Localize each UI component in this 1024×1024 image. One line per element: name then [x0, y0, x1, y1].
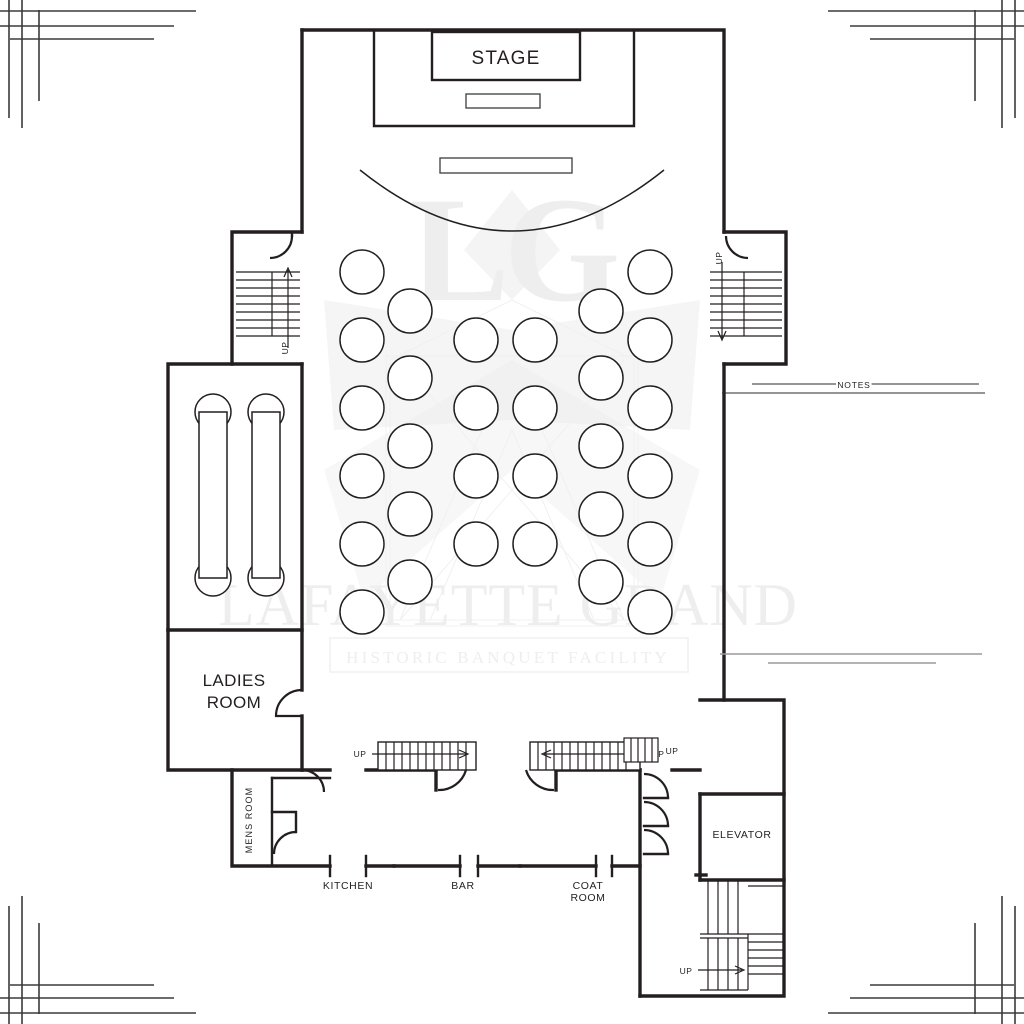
coat-room-label-line2: ROOM: [570, 892, 605, 904]
stair-upper-left-label: UP: [280, 342, 290, 355]
round-table: [578, 288, 624, 334]
round-table: [512, 385, 558, 431]
round-table: [453, 385, 499, 431]
stair-upper-right: UP: [710, 235, 782, 342]
stair-upper-left: UP: [236, 230, 300, 355]
corner-ornament-bottom-left: [0, 896, 196, 1024]
dance-floor-arc: [359, 169, 665, 232]
corner-ornament-bottom-right: [828, 896, 1024, 1024]
round-table: [627, 249, 673, 295]
watermark-tagline: HISTORIC BANQUET FACILITY: [346, 648, 670, 667]
round-table: [339, 589, 385, 635]
stair-upper-right-label: UP: [714, 252, 724, 265]
round-table: [578, 355, 624, 401]
round-table: [339, 249, 385, 295]
coat-room-label-line1: COAT: [573, 880, 604, 892]
hall-door-left: [301, 768, 326, 793]
round-table: [453, 317, 499, 363]
ladies-room-label-line1: LADIES: [203, 671, 266, 690]
stair-lower-right-label: UP: [680, 966, 693, 976]
round-table: [627, 317, 673, 363]
round-table: [512, 453, 558, 499]
stair-elevator-lobby-label: UP: [666, 746, 679, 756]
corner-ornament-top-left: [0, 0, 196, 128]
notes-rules-lower: [720, 653, 982, 664]
round-table: [512, 521, 558, 567]
round-table: [627, 385, 673, 431]
elevator-label: ELEVATOR: [712, 829, 771, 841]
stair-center-left: UP: [354, 741, 477, 771]
round-table: [627, 521, 673, 567]
center-door-swing: [437, 769, 555, 792]
stair-center-right: UP: [529, 741, 664, 771]
mens-room: MENS ROOM: [244, 787, 297, 855]
head-table: [439, 157, 573, 174]
stage-area: STAGE: [372, 28, 636, 128]
round-table: [578, 559, 624, 605]
round-table: [339, 385, 385, 431]
watermark-brand-name: LAFAYETTE GRAND: [218, 572, 798, 638]
elevator-room: ELEVATOR: [694, 792, 786, 882]
round-table: [627, 589, 673, 635]
round-table: [627, 453, 673, 499]
stage-label: STAGE: [472, 48, 541, 69]
mens-room-label: MENS ROOM: [244, 787, 254, 853]
notes-label: NOTES: [837, 380, 870, 390]
round-table: [339, 521, 385, 567]
kitchen-label: KITCHEN: [323, 880, 373, 892]
stage-front-table: [465, 93, 541, 109]
round-table: [387, 423, 433, 469]
round-table: [453, 521, 499, 567]
round-table: [512, 317, 558, 363]
corridor-doors-right: [642, 772, 670, 856]
round-table: [339, 453, 385, 499]
round-table: [387, 355, 433, 401]
notes-block: NOTES: [722, 378, 985, 394]
round-table: [578, 423, 624, 469]
round-table: [387, 491, 433, 537]
stair-center-left-label: UP: [354, 749, 367, 759]
stair-lower-right: UP: [680, 880, 784, 991]
round-table: [387, 559, 433, 605]
round-table: [387, 288, 433, 334]
stair-elevator-lobby: UP: [623, 737, 679, 763]
banquet-table-left-2: [247, 393, 285, 597]
round-table-group: [339, 249, 673, 635]
corner-ornament-top-right: [828, 0, 1024, 128]
banquet-table-left-1: [194, 393, 232, 597]
round-table: [453, 453, 499, 499]
round-table: [578, 491, 624, 537]
bar-label: BAR: [451, 880, 474, 892]
ladies-room: LADIES ROOM: [203, 671, 303, 718]
ladies-room-label-line2: ROOM: [207, 693, 261, 712]
round-table: [339, 317, 385, 363]
